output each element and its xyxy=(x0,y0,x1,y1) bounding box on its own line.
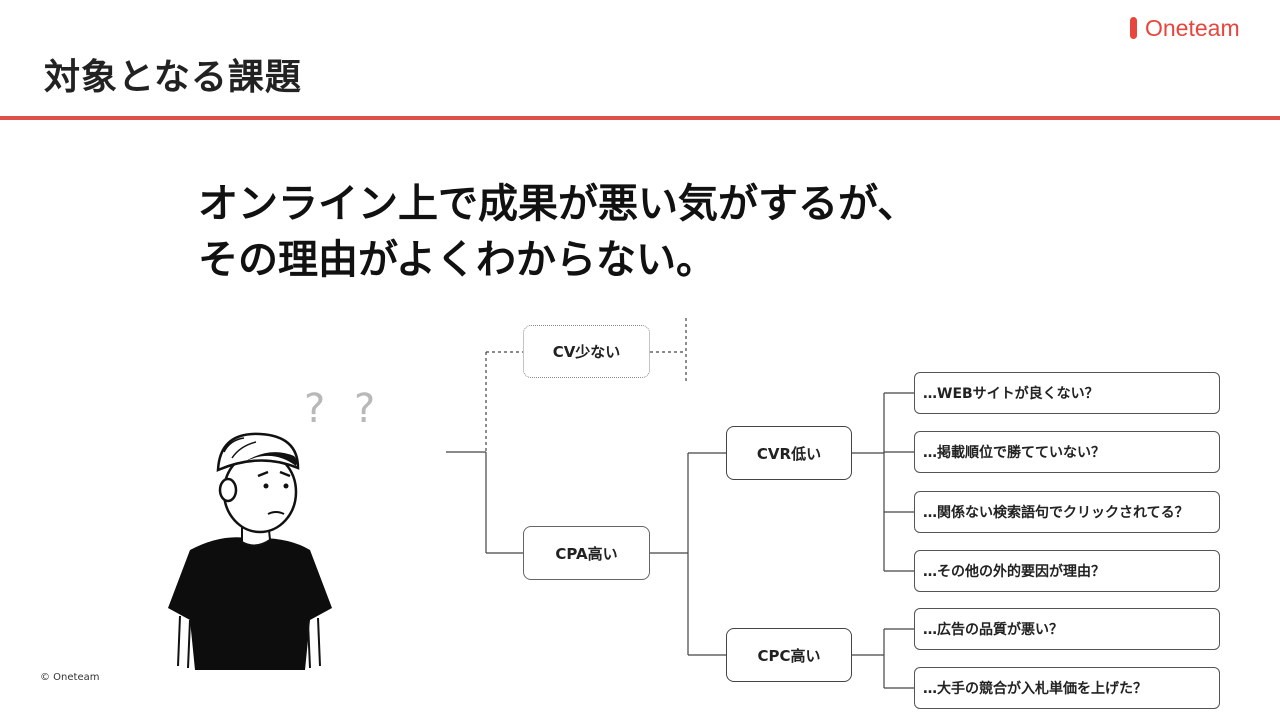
header-divider xyxy=(0,116,1280,120)
cause-item: …大手の競合が入札単価を上げた？ xyxy=(914,667,1220,709)
logo-text: Oneteam xyxy=(1145,14,1240,41)
cause-item: …WEBサイトが良くない？ xyxy=(914,372,1220,414)
cause-item: …その他の外的要因が理由？ xyxy=(914,550,1220,592)
node-cpa-high: CPA高い xyxy=(523,526,650,580)
logo-mark-icon xyxy=(1130,17,1137,39)
confused-person-illustration xyxy=(168,432,332,670)
node-cpc-high: CPC高い xyxy=(726,628,852,682)
node-cv-low: CV少ない xyxy=(523,325,650,378)
headline-line-2: その理由がよくわからない。 xyxy=(198,237,716,283)
question-mark-icon: ? xyxy=(304,386,326,432)
cause-item: …掲載順位で勝てていない？ xyxy=(914,431,1220,473)
cause-item: …関係ない検索語句でクリックされてる？ xyxy=(914,491,1220,533)
cause-item: …広告の品質が悪い？ xyxy=(914,608,1220,650)
headline: オンライン上で成果が悪い気がするが、 その理由がよくわからない。 xyxy=(198,176,917,288)
brand-logo: Oneteam xyxy=(1130,14,1240,42)
headline-line-1: オンライン上で成果が悪い気がするが、 xyxy=(198,181,918,227)
node-cvr-low: CVR低い xyxy=(726,426,852,480)
copyright: © Oneteam xyxy=(40,672,100,683)
question-mark-icon: ? xyxy=(354,386,376,432)
page-title: 対象となる課題 xyxy=(44,57,302,98)
